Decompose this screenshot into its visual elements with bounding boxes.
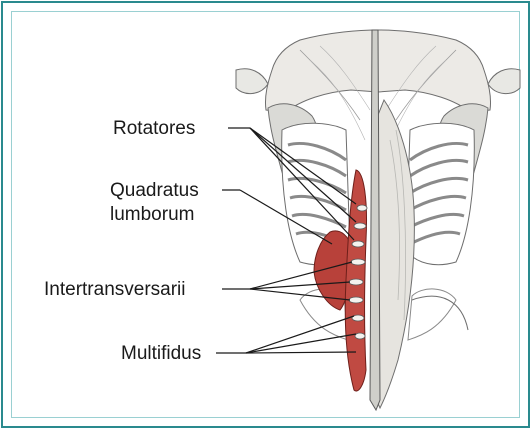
label-multifidus: Multifidus — [121, 344, 201, 363]
label-quadratus-line1: Quadratus — [110, 181, 199, 200]
label-intertransversarii: Intertransversarii — [44, 280, 186, 299]
spinal-column — [370, 30, 380, 410]
label-rotatores: Rotatores — [113, 119, 195, 138]
label-quadratus-line2: lumborum — [110, 205, 194, 224]
